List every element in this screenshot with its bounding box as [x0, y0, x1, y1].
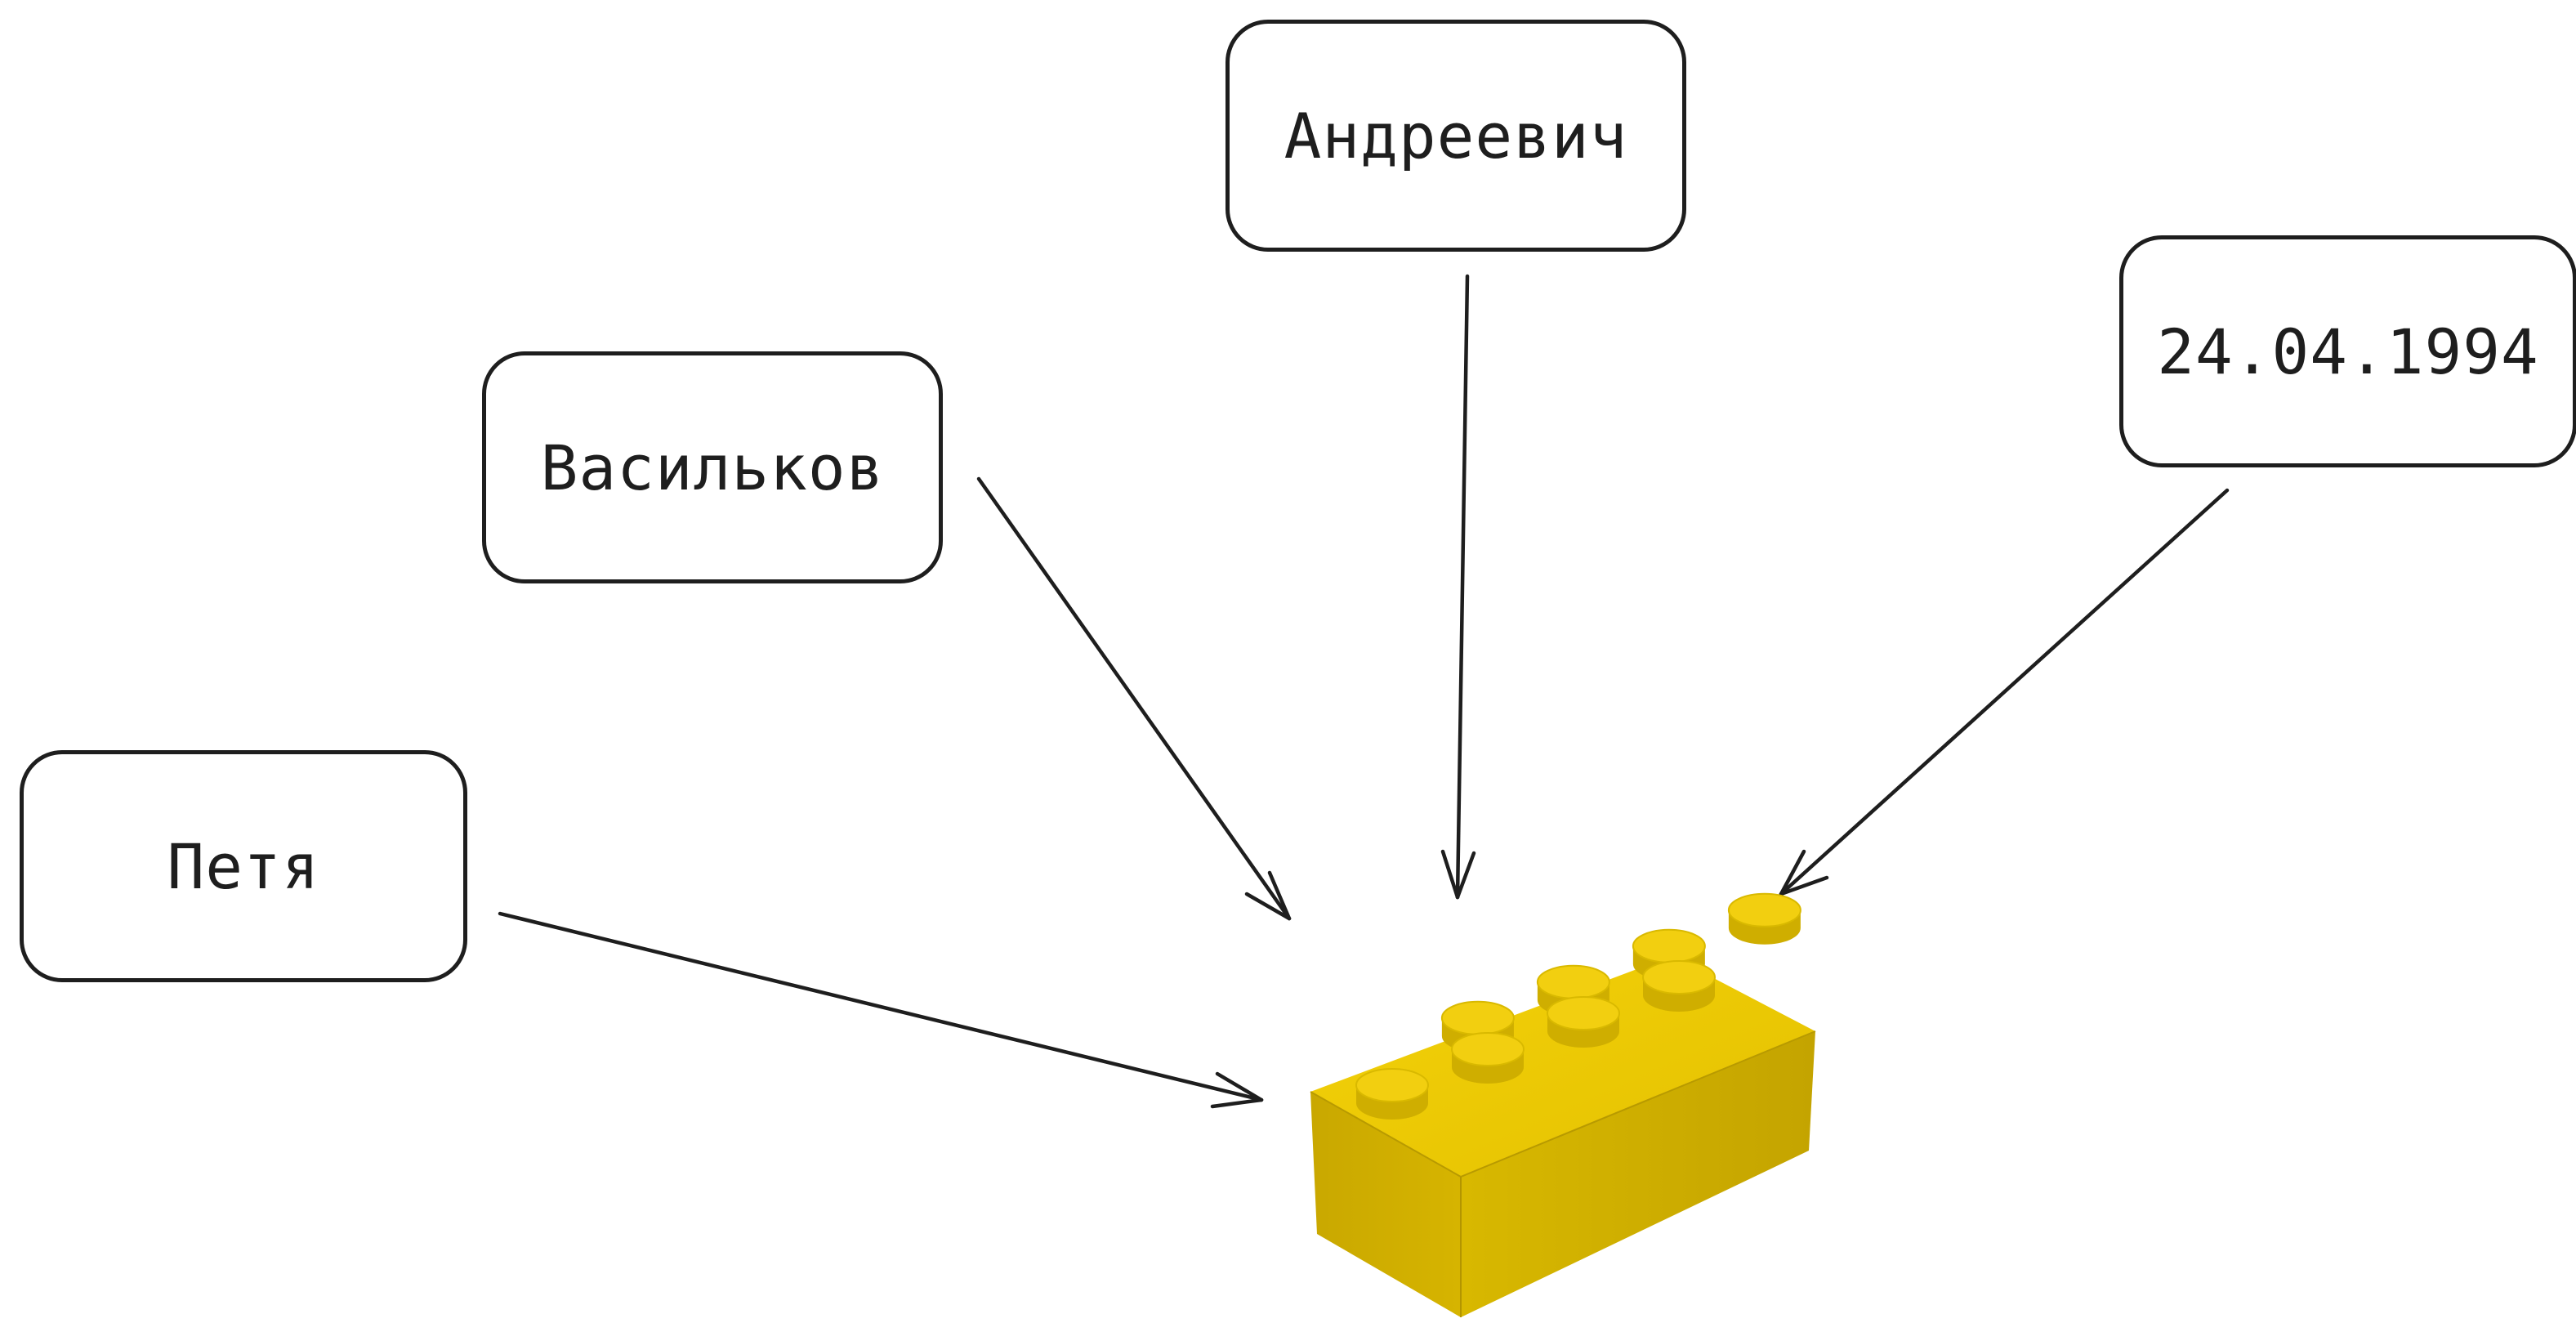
arrow-petya-to-brick: [498, 911, 1264, 1109]
brick-stud: [1355, 1068, 1429, 1120]
node-andreevich: Андреевич: [1225, 20, 1686, 252]
brick-stud: [1727, 892, 1801, 945]
node-vasilkov-label: Васильков: [540, 431, 885, 504]
brick-studs: [1355, 892, 1801, 1120]
arrow-vasilkov-to-brick: [976, 476, 1292, 921]
brick-stud: [1451, 1032, 1525, 1084]
arrow-date-to-brick: [1779, 488, 2230, 896]
node-petya-label: Петя: [167, 829, 320, 903]
node-date-label: 24.04.1994: [2157, 315, 2539, 388]
brick-body: [1310, 956, 1816, 1317]
brick-stud: [1642, 960, 1716, 1012]
node-petya: Петя: [20, 750, 467, 982]
node-andreevich-label: Андреевич: [1284, 99, 1628, 172]
node-vasilkov: Васильков: [482, 351, 943, 583]
brick-stud: [1547, 996, 1620, 1048]
arrow-andreevich-to-brick: [1440, 274, 1476, 900]
node-date: 24.04.1994: [2119, 235, 2576, 467]
